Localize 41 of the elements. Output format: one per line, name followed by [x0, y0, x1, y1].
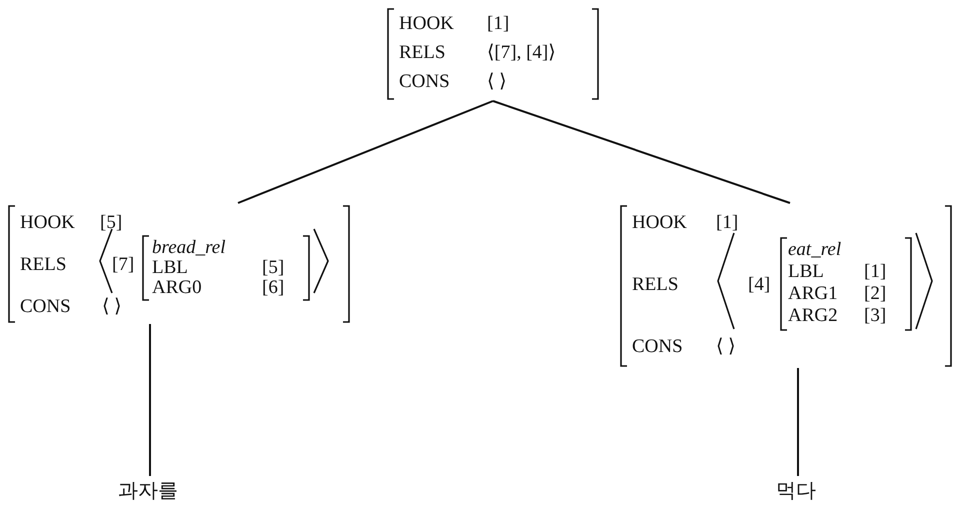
relation-structure	[780, 237, 912, 331]
feature-value: ⟨[7], [4]⟩	[487, 43, 556, 63]
feature-value: [1]	[716, 213, 738, 233]
feature-value: ⟨ ⟩	[716, 337, 736, 357]
tree-branch-line	[492, 100, 790, 204]
feature-name: CONS	[632, 337, 683, 357]
relation-structure	[142, 235, 310, 301]
relation-type: bread_rel	[152, 238, 226, 258]
feature-value: [5]	[262, 258, 284, 278]
feature-name: HOOK	[632, 213, 687, 233]
feature-name: CONS	[399, 72, 450, 92]
feature-name: ARG2	[788, 306, 838, 326]
feature-name: CONS	[20, 297, 71, 317]
feature-name: LBL	[788, 262, 824, 282]
feature-name: ARG0	[152, 278, 202, 298]
feature-name: RELS	[399, 43, 446, 63]
feature-structure	[8, 205, 350, 323]
feature-name: LBL	[152, 258, 188, 278]
word-label: 과자를	[118, 480, 178, 500]
feature-value: [2]	[864, 284, 886, 304]
feature-value: [1]	[487, 14, 510, 34]
feature-value: [6]	[262, 278, 284, 298]
feature-value: ⟨ ⟩	[102, 297, 122, 317]
coindex-tag: [4]	[748, 275, 770, 295]
tree-branch-line	[238, 100, 494, 204]
feature-structure	[620, 205, 952, 367]
feature-name: RELS	[632, 275, 678, 295]
relation-type: eat_rel	[788, 240, 842, 260]
tree-branch-line	[797, 368, 799, 476]
coindex-tag: [7]	[112, 255, 134, 275]
feature-name: ARG1	[788, 284, 838, 304]
feature-name: RELS	[20, 255, 66, 275]
feature-value: [1]	[864, 262, 886, 282]
feature-value: ⟨ ⟩	[487, 72, 507, 92]
feature-value: [3]	[864, 306, 886, 326]
tree-branch-line	[149, 324, 151, 476]
feature-value: [5]	[100, 213, 122, 233]
feature-name: HOOK	[20, 213, 75, 233]
feature-name: HOOK	[399, 14, 454, 34]
word-label: 먹다	[776, 480, 816, 500]
feature-structure	[387, 8, 599, 100]
